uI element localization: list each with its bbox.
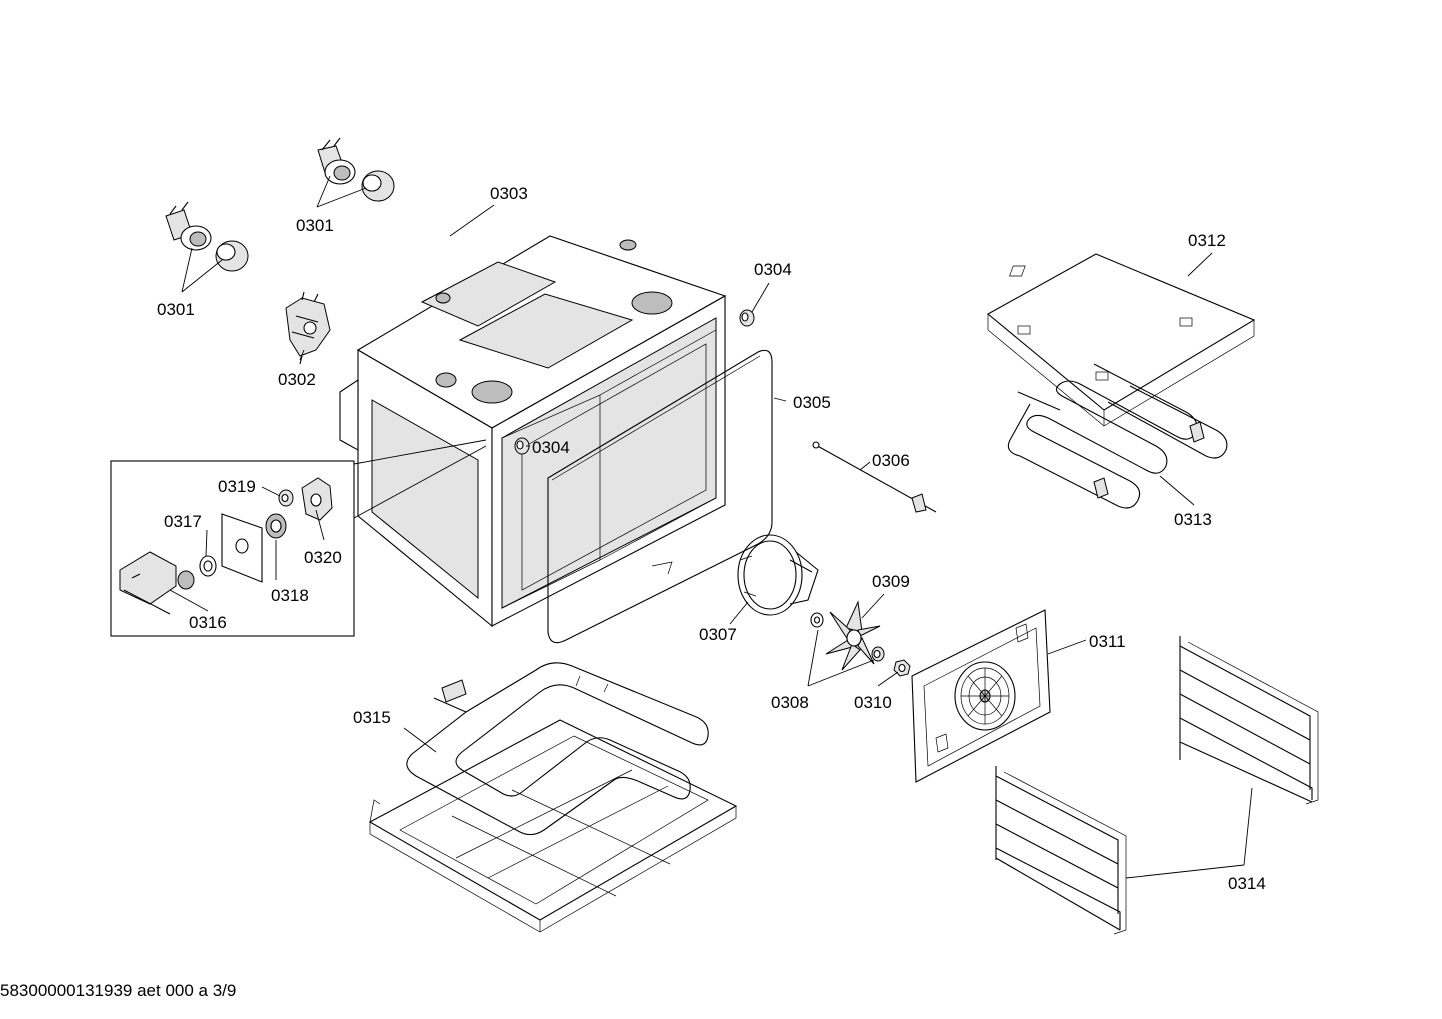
label-0315: 0315 [353,708,391,727]
label-0303: 0303 [490,184,528,203]
top-heating-element [1007,363,1228,509]
label-0313: 0313 [1174,510,1212,529]
nut-upper [739,309,755,327]
label-0314: 0314 [1228,874,1266,893]
lamp-holder-upper [317,137,395,202]
circular-heater [737,534,819,616]
label-0304-upper: 0304 [754,260,792,279]
switch-0302 [285,291,331,365]
label-0308: 0308 [771,693,809,712]
bottom-plate [368,719,738,933]
label-0309: 0309 [872,572,910,591]
side-rack-left [995,766,1127,935]
sensor-rod [812,441,937,513]
label-0320: 0320 [304,548,342,567]
label-0301-upper: 0301 [296,216,334,235]
nut-front [514,437,530,455]
footer-document-id: 58300000131939 aet 000 a 3/9 [0,981,237,1000]
side-rack-right [1179,636,1319,805]
label-0307: 0307 [699,625,737,644]
label-0302: 0302 [278,370,316,389]
label-0316: 0316 [189,613,227,632]
fan-cover [911,609,1051,783]
label-0305: 0305 [793,393,831,412]
label-0304-front: 0304 [532,438,570,457]
label-0311: 0311 [1089,632,1126,651]
label-0306: 0306 [872,451,910,470]
oven-cavity [339,235,727,628]
fan-blade [825,600,881,671]
fan-washer [810,612,824,628]
label-0318: 0318 [271,586,309,605]
label-0310: 0310 [854,693,892,712]
fan-nut-0308 [871,646,885,662]
leader-lines [169,175,1253,879]
label-0317: 0317 [164,512,202,531]
label-0312: 0312 [1188,231,1226,250]
top-cover-plate [987,253,1256,427]
label-0301-lower: 0301 [157,300,195,319]
bottom-heating-element [406,662,709,836]
detail-inset [110,439,487,637]
label-0319: 0319 [218,477,256,496]
part-labels: 0301 0301 0302 0303 0304 0304 0305 0306 … [157,184,1266,893]
lamp-holder-lower [165,201,249,272]
